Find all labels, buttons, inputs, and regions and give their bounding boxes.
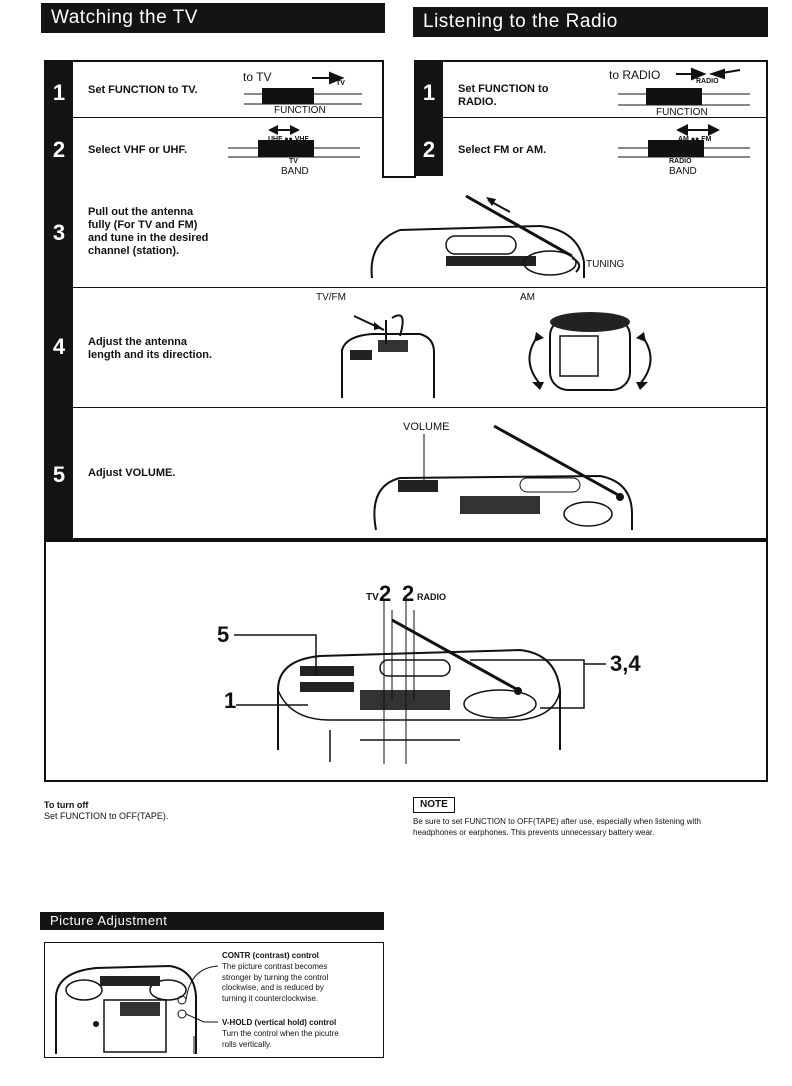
tv-step1-number: 1 — [45, 80, 73, 106]
turn-off-title: To turn off — [44, 800, 88, 810]
radio-section-header: Listening to the Radio — [413, 7, 768, 37]
radio-band-top-label: AM ●● FM — [678, 136, 711, 143]
tv-band-mid-label: TV — [289, 158, 298, 165]
step3-text: Pull out the antenna fully (For TV and F… — [88, 206, 208, 258]
contr-control-text: The picture contrast becomes stronger by… — [222, 962, 328, 1004]
step4-number: 4 — [45, 334, 73, 360]
radio-arrow-label: RADIO — [696, 78, 719, 85]
tv-step2-text: Select VHF or UHF. — [88, 144, 187, 157]
tv-to-label: to TV — [243, 70, 271, 84]
tvfm-label: TV/FM — [316, 292, 346, 303]
radio-band-mid-label: RADIO — [669, 158, 692, 165]
overview-label-5: 5 — [217, 622, 229, 648]
tv-step2-number: 2 — [45, 137, 73, 163]
step3-number: 3 — [45, 220, 73, 246]
overview-label-tv: TV — [366, 592, 379, 603]
turn-off-text: Set FUNCTION to OFF(TAPE). — [44, 811, 168, 821]
overview-label-2b: 2 — [402, 581, 414, 607]
tv-set-rear-illustration — [0, 0, 1, 1]
tv-section-header: Watching the TV — [41, 3, 385, 33]
step5-text: Adjust VOLUME. — [88, 467, 175, 480]
divider — [443, 117, 767, 118]
radio-step2-text: Select FM or AM. — [458, 144, 546, 157]
contr-control-title: CONTR (contrast) control — [222, 951, 319, 960]
tv-band-top-label: UHF ●● VHF — [268, 136, 309, 143]
overview-label-3-4: 3,4 — [610, 651, 641, 677]
step5-number: 5 — [45, 462, 73, 488]
radio-step1-number: 1 — [415, 80, 443, 106]
overview-label-radio: RADIO — [417, 592, 446, 602]
radio-band-label: BAND — [669, 166, 697, 177]
radio-function-label: FUNCTION — [656, 107, 708, 118]
radio-step2-number: 2 — [415, 137, 443, 163]
note-badge: NOTE — [413, 797, 455, 813]
tv-function-label: FUNCTION — [274, 105, 326, 116]
am-label: AM — [520, 292, 535, 303]
divider — [73, 117, 383, 118]
overview-label-2a: 2 — [379, 581, 391, 607]
note-text: Be sure to set FUNCTION to OFF(TAPE) aft… — [413, 816, 701, 838]
divider — [73, 287, 767, 288]
tv-band-label: BAND — [281, 166, 309, 177]
radio-to-label: to RADIO — [609, 68, 660, 82]
vhold-control-text: Turn the control when the picutre rolls … — [222, 1029, 339, 1050]
tv-arrow-label: TV — [336, 80, 345, 87]
tv-step1-text: Set FUNCTION to TV. — [88, 84, 198, 97]
vhold-control-title: V-HOLD (vertical hold) control — [222, 1018, 336, 1027]
step4-text: Adjust the antenna length and its direct… — [88, 336, 212, 362]
volume-label: VOLUME — [403, 421, 449, 433]
overview-label-1: 1 — [224, 688, 236, 714]
tuning-label: TUNING — [586, 259, 624, 270]
picture-adjustment-header: Picture Adjustment — [40, 912, 384, 930]
divider — [73, 407, 767, 408]
